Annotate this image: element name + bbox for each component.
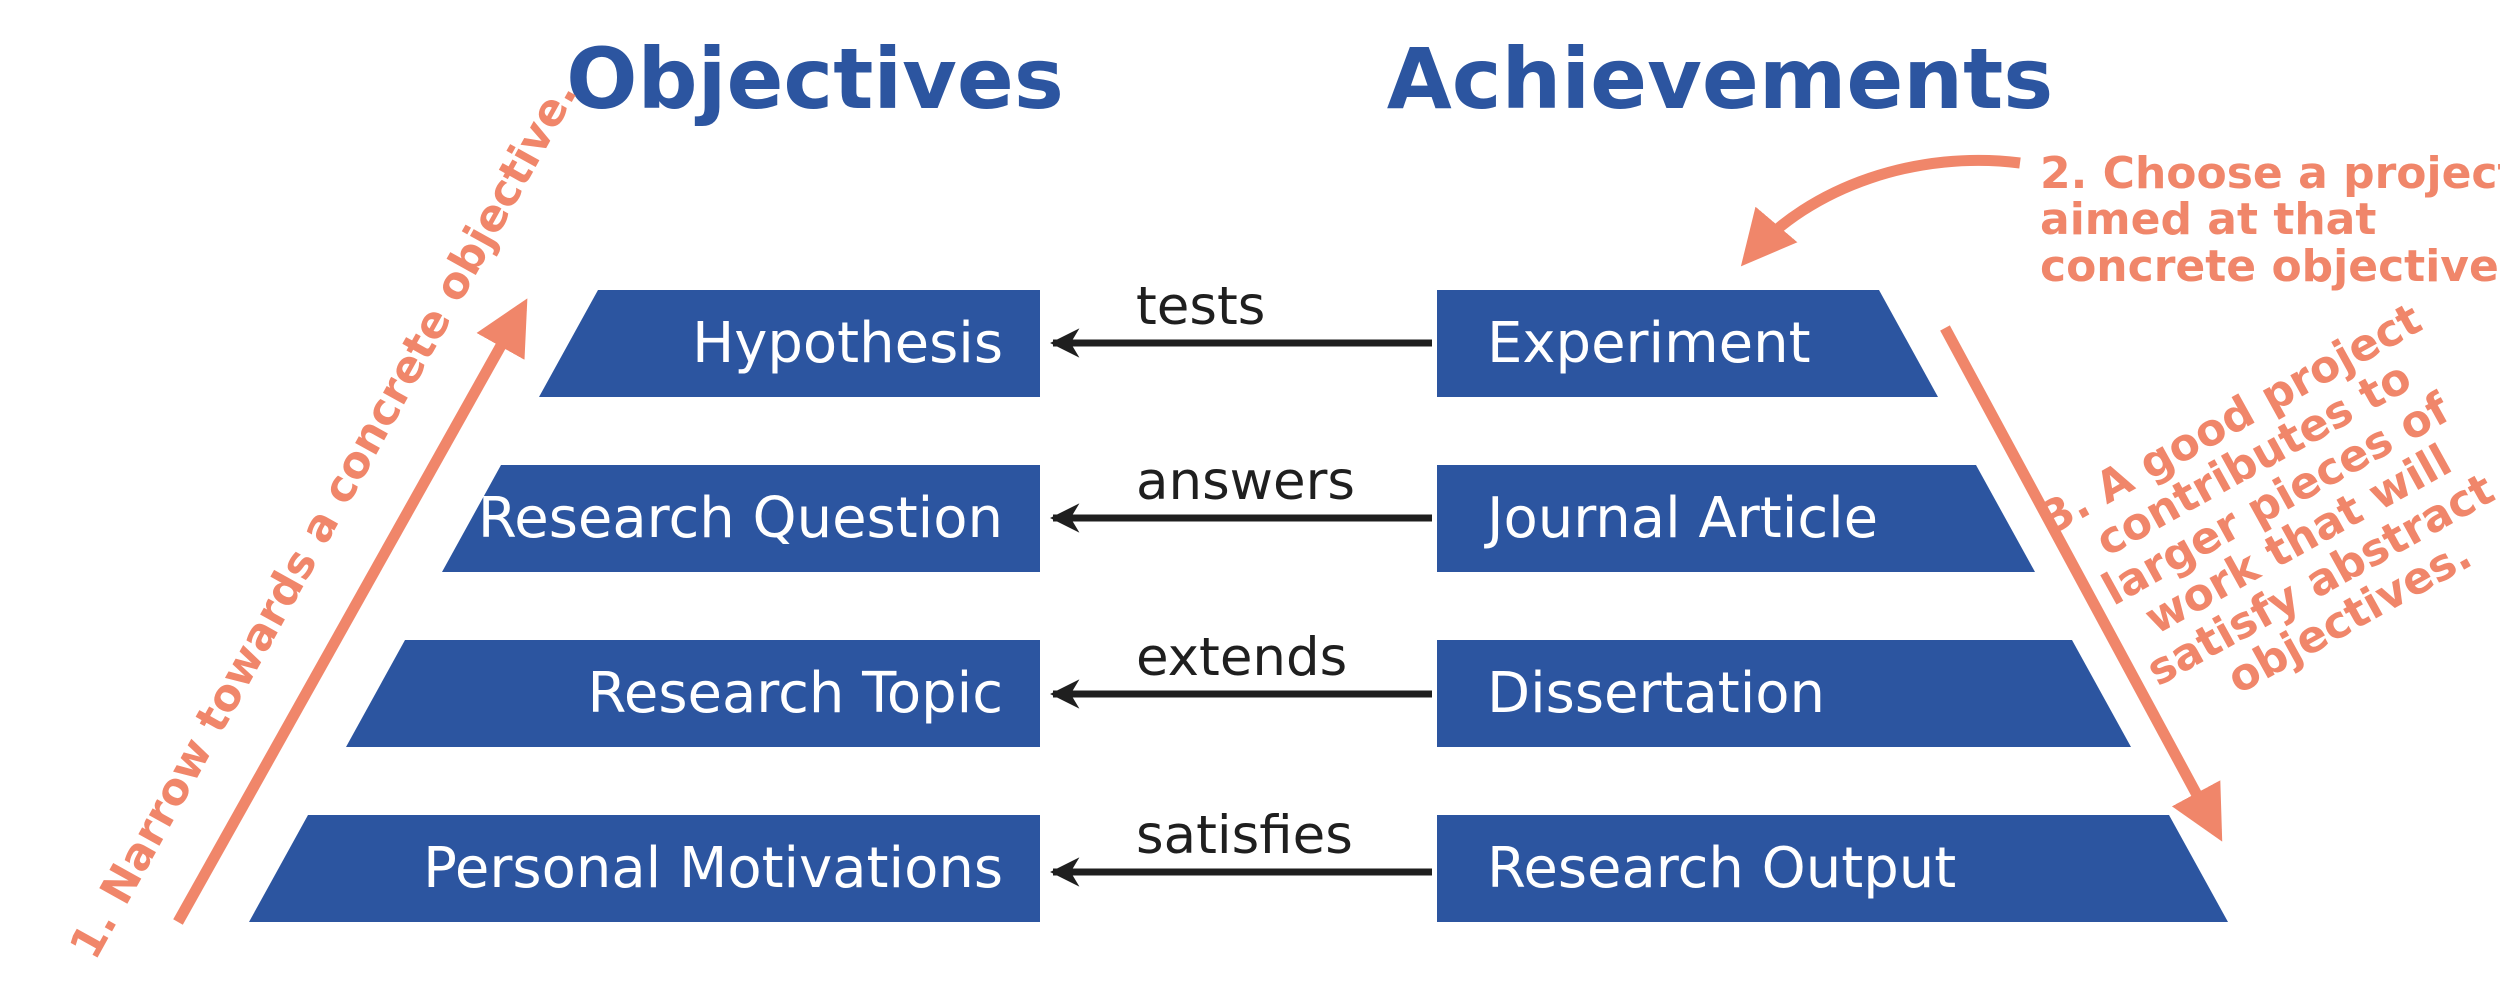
achievement-box — [1437, 465, 2035, 572]
achievement-label: Dissertation — [1487, 661, 1825, 726]
achievement-box — [1437, 290, 1938, 397]
objectives-heading: Objectives — [566, 30, 1064, 128]
objective-box — [539, 290, 1040, 397]
pyramid-row: Personal Motivations Research Output sat… — [249, 805, 2228, 922]
choose-arrow-icon — [1740, 154, 2021, 267]
objective-box — [442, 465, 1040, 572]
objective-label: Research Question — [478, 486, 1003, 551]
relation-label: satisfies — [1136, 805, 1353, 866]
achievement-box — [1437, 815, 2228, 922]
objective-box — [249, 815, 1040, 922]
annotation-step2-line: aimed at that — [2040, 194, 2376, 245]
objective-label: Research Topic — [587, 661, 1003, 726]
annotation-step2-line: concrete objective. — [2040, 241, 2500, 292]
objective-label: Hypothesis — [692, 311, 1003, 376]
achievement-label: Experiment — [1487, 311, 1811, 376]
annotation-step2-line: 2. Choose a project — [2040, 148, 2500, 199]
contribute-arrow-icon — [1940, 325, 2223, 842]
pyramid-row: Hypothesis Experiment tests — [539, 276, 1938, 397]
annotation-step2: 2. Choose a project aimed at that concre… — [2040, 148, 2500, 292]
narrow-arrow-icon — [173, 298, 528, 925]
objective-box — [346, 640, 1040, 747]
relation-label: tests — [1136, 276, 1265, 337]
achievements-heading: Achievements — [1387, 30, 2054, 128]
achievement-label: Journal Article — [1484, 486, 1878, 551]
objective-label: Personal Motivations — [423, 836, 1003, 901]
annotation-step3: 3. A good project contributes to larger … — [2033, 286, 2500, 746]
relation-label: answers — [1136, 451, 1355, 512]
pyramid-row: Research Topic Dissertation extends — [346, 627, 2131, 747]
annotation-step3-text: 3. A good project contributes to larger … — [2033, 286, 2500, 746]
relation-label: extends — [1136, 627, 1347, 688]
pyramid-row: Research Question Journal Article answer… — [442, 451, 2035, 572]
achievement-label: Research Output — [1487, 836, 1956, 901]
achievement-box — [1437, 640, 2131, 747]
